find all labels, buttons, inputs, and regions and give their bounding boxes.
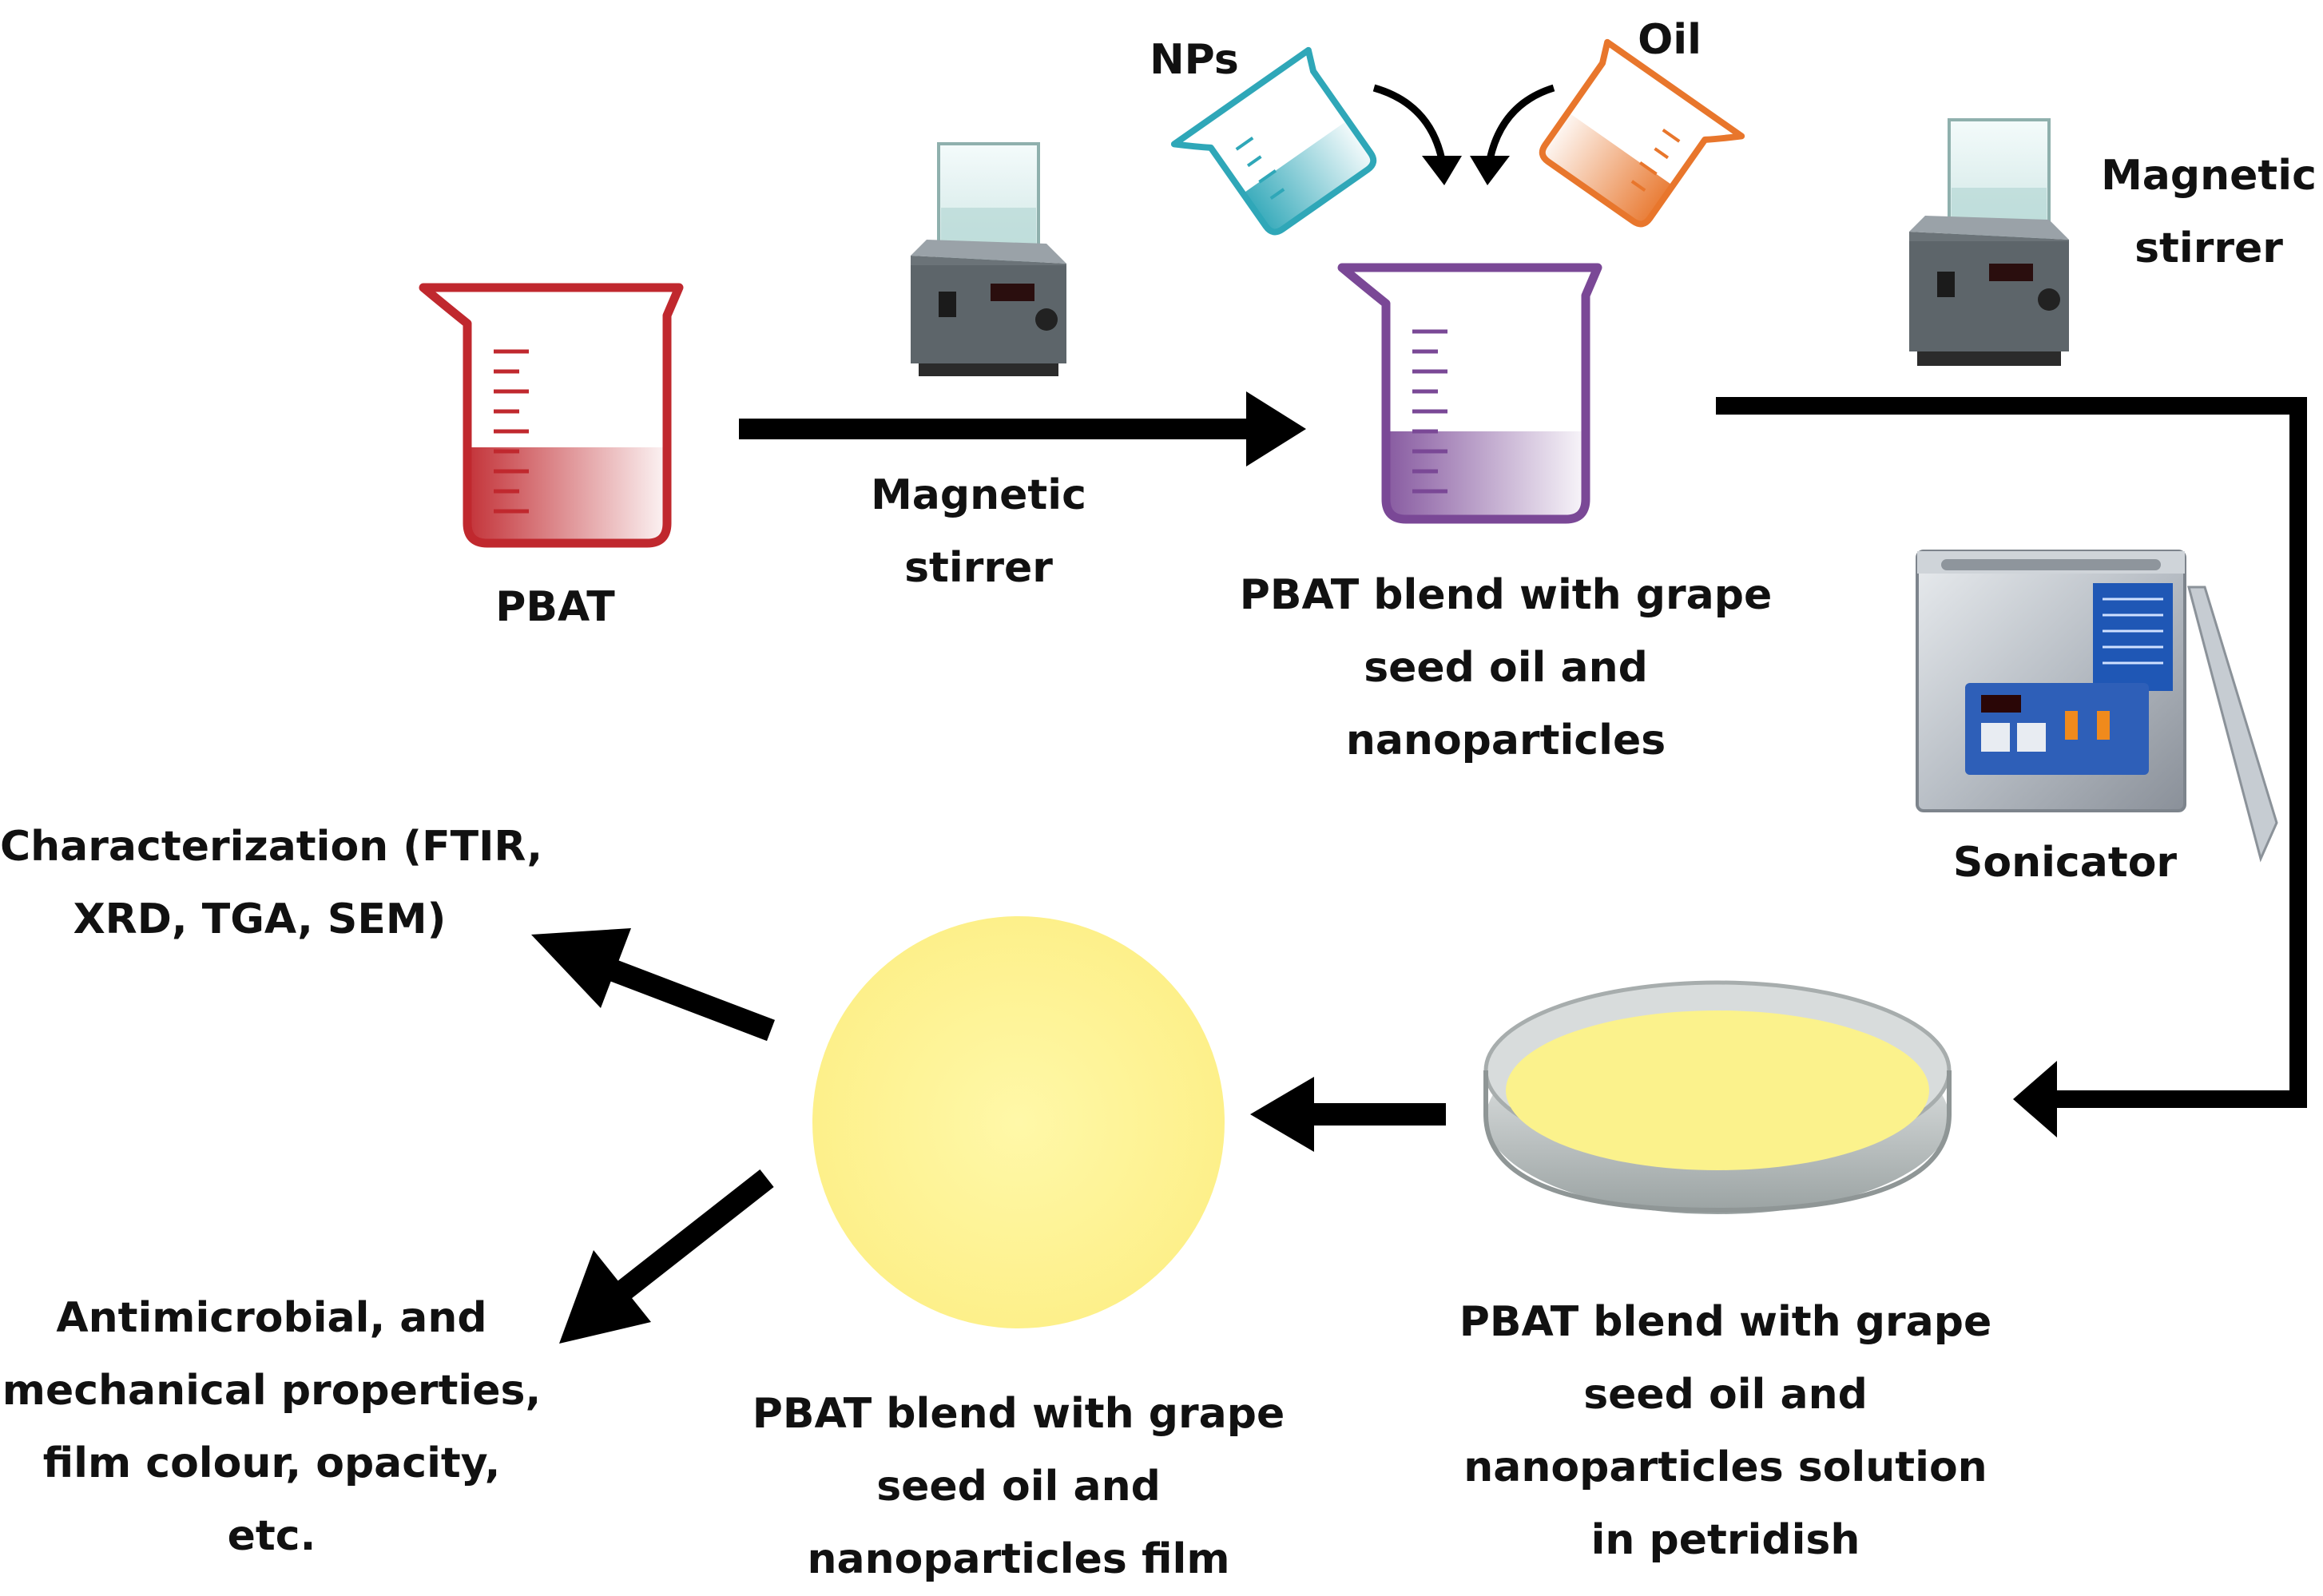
arrow-to-blend [739,391,1306,466]
arrow-to-characterization [531,928,775,1042]
blend-label: PBAT blend with grape seed oil and nanop… [1239,571,1773,764]
arrow-to-petridish [1716,397,2307,1137]
sonicator-icon [1916,550,2278,863]
oil-label: Oil [1638,16,1702,64]
magnetic-stirrer-2-label: Magnetic stirrer [2101,152,2317,272]
petridish-icon [1483,980,1952,1214]
arrow-to-film [1250,1077,1446,1152]
sonicator-label: Sonicator [1952,839,2178,887]
pbat-beaker-icon [419,283,684,548]
magnetic-stirrer-2-icon [1909,118,2069,366]
arrow-to-properties [559,1169,774,1344]
blend-beaker-icon [1337,263,1602,524]
oil-beaker-icon [1539,38,1745,228]
solution-label: PBAT blend with grape seed oil and nanop… [1459,1298,1992,1564]
magnetic-stirrer-icon [911,142,1066,376]
pour-arrows [1372,84,1555,161]
nps-beaker-icon [1170,46,1377,236]
film-label: PBAT blend with grape seed oil and nanop… [752,1390,1285,1583]
properties-label: Antimicrobial, and mechanical properties… [2,1294,542,1560]
pbat-label: PBAT [495,583,615,631]
characterization-label: Characterization (FTIR, XRD, TGA, SEM) [0,823,543,943]
magnetic-stirrer-label: Magnetic stirrer [871,471,1086,592]
nps-label: NPs [1150,36,1239,84]
film-disc [812,916,1225,1328]
